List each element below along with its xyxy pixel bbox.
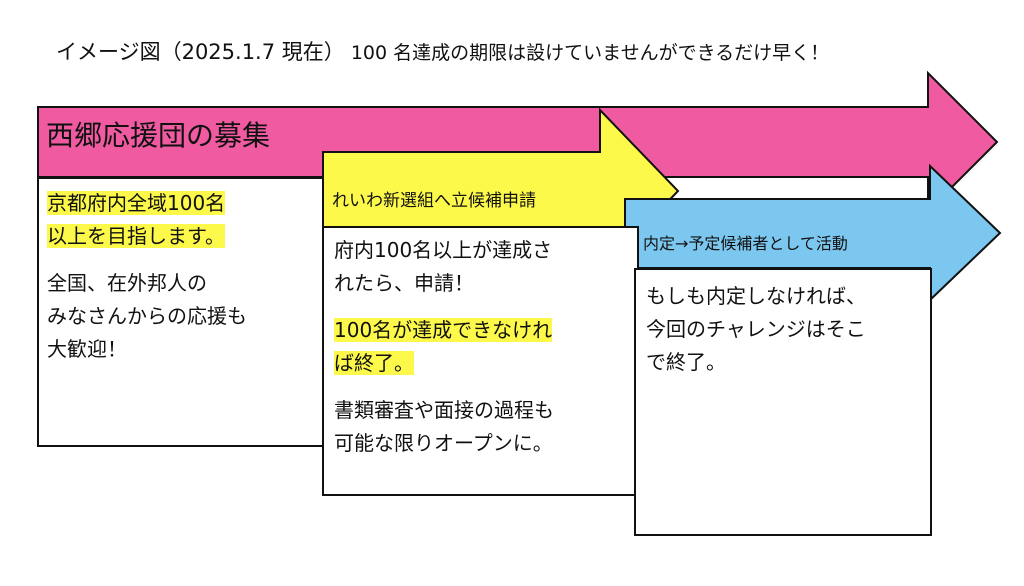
recruit-text-line-3: 大歓迎！ [47,337,127,361]
activity-text-line-2: 今回のチャレンジはそこ [646,317,866,341]
apply-text-line-2: れたら、申請！ [334,271,474,295]
stage-label-activity: 内定→予定候補者として活動 [643,234,848,253]
apply-text-line-1: 府内100名以上が達成さ [334,238,553,262]
activity-detail-box: もしも内定しなければ、 今回のチャレンジはそこ で終了。 [634,268,932,536]
apply-text-line-3: 書類審査や面接の過程も [334,398,554,422]
apply-highlight-line-1: 100名が達成できなけれ [334,318,553,342]
stage-label-recruit: 西郷応援団の募集 [46,119,271,152]
page-header: イメージ図（2025.1.7 現在） 100 名達成の期限は設けていませんができ… [56,36,996,66]
recruit-detail-box: 京都府内全域100名 以上を目指します。 全国、在外邦人の みなさんからの応援も… [37,177,324,447]
stage-label-apply: れいわ新選組へ立候補申請 [332,191,536,211]
goal-highlight-line-1: 京都府内全域100名 [47,191,226,215]
header-title: イメージ図（2025.1.7 現在） [56,40,345,64]
header-note: 100 名達成の期限は設けていませんができるだけ早く！ [350,42,830,64]
apply-text-line-4: 可能な限りオープンに。 [334,431,553,455]
apply-highlight-line-2: ば終了。 [334,351,414,375]
apply-detail-box: 府内100名以上が達成さ れたら、申請！ 100名が達成できなけれ ば終了。 書… [322,226,639,496]
goal-highlight-line-2: 以上を目指します。 [47,224,225,248]
recruit-text-line-1: 全国、在外邦人の [47,271,207,295]
activity-text-line-1: もしも内定しなければ、 [646,284,866,308]
recruit-text-line-2: みなさんからの応援も [47,304,247,328]
activity-text-line-3: で終了。 [646,350,726,374]
